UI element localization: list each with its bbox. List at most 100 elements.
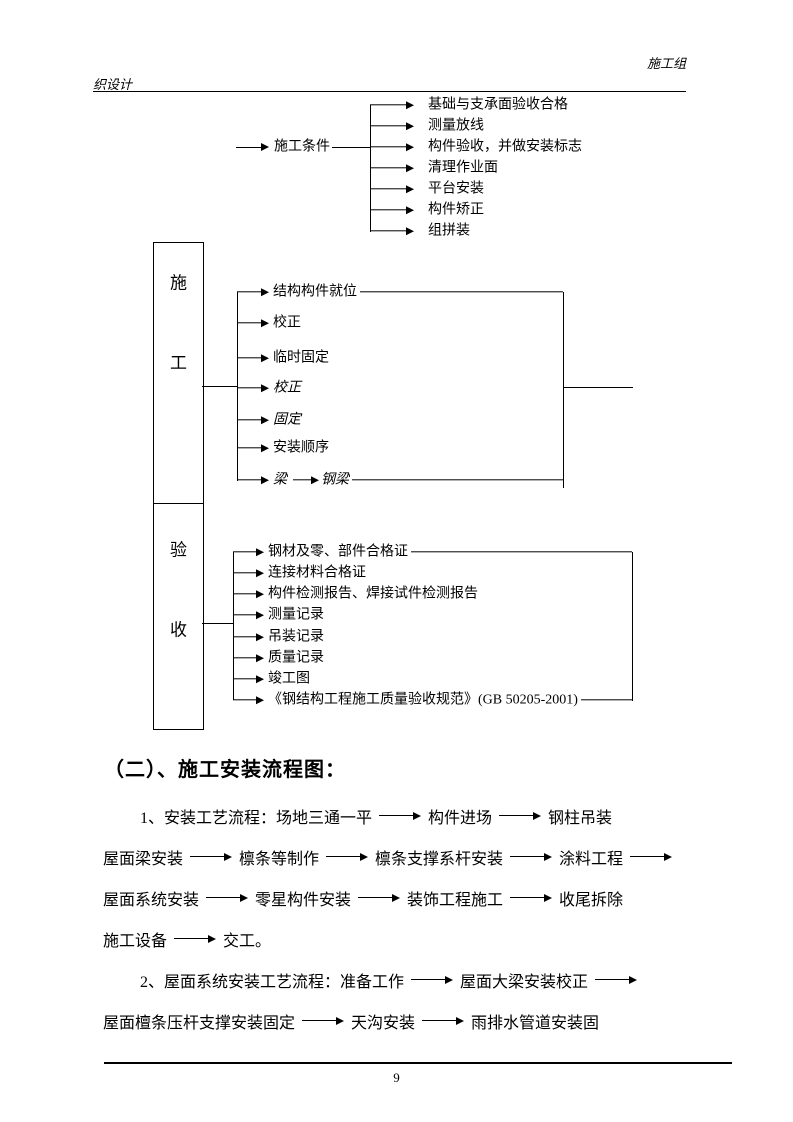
flow-step-text: 钢柱吊装 <box>548 809 613 827</box>
flow-step-text: 屋面大梁安装校正 <box>460 973 589 991</box>
flow-arrow-head <box>224 852 233 861</box>
flow-arrow-shaft <box>630 856 665 857</box>
acceptance-branch: 连接材料合格证 <box>233 565 366 580</box>
condition-branch: 构件矫正 <box>370 202 484 217</box>
construction-box-connector <box>202 386 237 387</box>
acceptance-branch: 测量记录 <box>233 607 324 622</box>
flow-step-text: 交工。 <box>223 932 272 950</box>
acceptance-branch: 竣工图 <box>233 671 310 686</box>
flow-arrow-icon <box>510 852 553 861</box>
entry-node-label: 施工条件 <box>272 139 332 155</box>
flow-arrow-icon <box>595 975 638 984</box>
box-label-char: 验 <box>170 540 187 560</box>
bracket-line <box>411 551 632 553</box>
acceptance-branch: 钢材及零、部件合格证 <box>233 544 632 559</box>
flow-step-text: 屋面檀条压杆支撑安装固定 <box>103 1014 296 1032</box>
acceptance-branch: 《钢结构工程施工质量验收规范》(GB 50205-2001) <box>233 692 632 707</box>
flow-arrow-icon <box>379 811 422 820</box>
branch-line <box>370 209 406 211</box>
branch-line <box>233 572 256 574</box>
flow-arrow-head <box>360 852 369 861</box>
flow-step-text: 零星构件安装 <box>255 891 352 909</box>
flow-arrow-shaft <box>510 897 545 898</box>
branch-line <box>370 188 406 190</box>
condition-branch: 测量放线 <box>370 118 484 133</box>
flow-node-label: 测量放线 <box>428 118 484 134</box>
construction-branch: 固定 <box>237 412 301 427</box>
arrow-icon <box>256 547 264 556</box>
branch-line <box>370 125 406 127</box>
bracket-line <box>360 291 563 293</box>
arrow-icon <box>261 287 269 296</box>
arrow-icon <box>256 695 264 704</box>
flow-node-label: 吊装记录 <box>268 629 324 645</box>
arrow-icon <box>406 163 414 172</box>
branch-line <box>233 636 256 638</box>
branch-line <box>237 387 261 389</box>
flow-arrow-head <box>629 975 638 984</box>
flow-arrow-icon <box>190 852 233 861</box>
flow-arrow-head <box>544 893 553 902</box>
acceptance-bracket-line <box>632 552 633 701</box>
flow-node-label: 安装顺序 <box>273 440 329 456</box>
construction-branch: 临时固定 <box>237 350 329 365</box>
arrow-icon <box>406 100 414 109</box>
flow-arrow-icon <box>499 811 542 820</box>
entry-node: 施工条件 <box>272 139 332 155</box>
flow-text-line: 1、安装工艺流程：场地三通一平构件进场钢柱吊装 <box>103 795 763 836</box>
box-label-char: 收 <box>170 620 187 640</box>
header-left-text: 织设计 <box>93 77 133 92</box>
flow-node-label: 临时固定 <box>273 350 329 366</box>
flow-arrow-icon <box>302 1016 345 1025</box>
flow-node-label: 组拼装 <box>428 223 470 239</box>
flow-arrow-head <box>445 975 454 984</box>
branch-line <box>233 551 256 553</box>
condition-trunk-line <box>370 105 371 232</box>
flow-step-text: 雨排水管道安装固 <box>471 1014 600 1032</box>
arrow-icon <box>256 632 264 641</box>
flow-arrow-shaft <box>302 1020 337 1021</box>
flow-text-line: 屋面系统安装零星构件安装装饰工程施工收尾拆除 <box>103 877 763 918</box>
flow-step-text: 天沟安装 <box>351 1014 416 1032</box>
arrow-icon <box>406 184 414 193</box>
entry-connector-line <box>328 147 370 148</box>
construction-branch: 校正 <box>237 315 301 330</box>
flow-node-label: 构件矫正 <box>428 202 484 218</box>
flow-node-label: 测量记录 <box>268 607 324 623</box>
flow-arrow-shaft <box>422 1020 457 1021</box>
construction-box: 施工 <box>153 242 204 505</box>
footer-rule <box>104 1062 732 1064</box>
flow-node-label: 校正 <box>273 380 301 396</box>
flow-arrow-head <box>413 811 422 820</box>
flow-node-label: 连接材料合格证 <box>268 565 366 581</box>
box-label-char: 施 <box>170 273 187 293</box>
flow-arrow-shaft <box>326 856 361 857</box>
bracket-line <box>352 479 563 481</box>
flow-arrow-shaft <box>206 897 241 898</box>
flow-arrow-shaft <box>411 979 446 980</box>
arrow-icon <box>406 226 414 235</box>
flow-step-text: 装饰工程施工 <box>407 891 504 909</box>
flow-step-text: 檩条支撑系杆安装 <box>375 850 504 868</box>
flow-node-label: 梁 <box>273 472 287 488</box>
flow-arrow-head <box>533 811 542 820</box>
acceptance-branch: 吊装记录 <box>233 629 324 644</box>
branch-line <box>233 657 256 659</box>
flow-text-line: 2、屋面系统安装工艺流程：准备工作屋面大梁安装校正 <box>103 959 763 1000</box>
construction-branch: 结构构件就位 <box>237 284 563 299</box>
acceptance-branch: 构件检测报告、焊接试件检测报告 <box>233 586 478 601</box>
flow-node-label: 构件验收，并做安装标志 <box>428 139 582 155</box>
branch-line <box>233 678 256 680</box>
flow-node-label: 构件检测报告、焊接试件检测报告 <box>268 586 478 602</box>
page-number: 9 <box>393 1070 400 1085</box>
arrow-icon <box>256 568 264 577</box>
flow-step-text: 涂料工程 <box>559 850 624 868</box>
branch-line <box>233 699 256 701</box>
flow-paragraphs: 1、安装工艺流程：场地三通一平构件进场钢柱吊装屋面梁安装檩条等制作檩条支撑系杆安… <box>103 795 763 1041</box>
construction-exit-line <box>563 387 633 388</box>
flow-arrow-icon <box>358 893 401 902</box>
flow-step-text: 1、安装工艺流程：场地三通一平 <box>140 809 373 827</box>
flow-node-label: 竣工图 <box>268 671 310 687</box>
branch-line <box>370 146 406 148</box>
